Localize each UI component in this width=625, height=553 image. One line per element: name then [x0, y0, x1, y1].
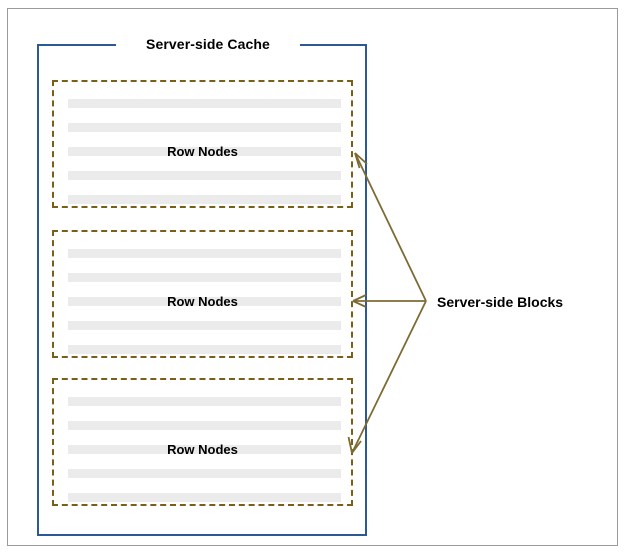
row-node-bar [68, 249, 341, 258]
cache-border-top-left [37, 44, 116, 46]
row-node-bar [68, 421, 341, 430]
row-node-bar [68, 147, 341, 156]
cache-border-right [365, 44, 367, 536]
cache-title: Server-side Cache [146, 36, 270, 52]
row-node-bar [68, 195, 341, 204]
row-node-bar [68, 345, 341, 354]
row-node-bar [68, 469, 341, 478]
server-side-blocks-label: Server-side Blocks [437, 294, 564, 310]
cache-border-left [37, 44, 39, 536]
row-node-bar [68, 445, 341, 454]
outer-frame [7, 8, 618, 546]
cache-border-top-right [300, 44, 367, 46]
row-node-bar [68, 171, 341, 180]
server-side-block: Row Nodes [52, 378, 353, 506]
row-node-bar [68, 493, 341, 502]
row-node-bar [68, 273, 341, 282]
server-side-block: Row Nodes [52, 80, 353, 208]
server-side-block: Row Nodes [52, 230, 353, 358]
row-nodes-label: Row Nodes [167, 294, 238, 309]
row-node-bar [68, 123, 341, 132]
row-nodes-label: Row Nodes [167, 144, 238, 159]
cache-border-bottom [37, 534, 367, 536]
row-node-bar [68, 321, 341, 330]
row-node-bar [68, 397, 341, 406]
row-node-bar [68, 99, 341, 108]
row-node-bar [68, 297, 341, 306]
row-nodes-label: Row Nodes [167, 442, 238, 457]
